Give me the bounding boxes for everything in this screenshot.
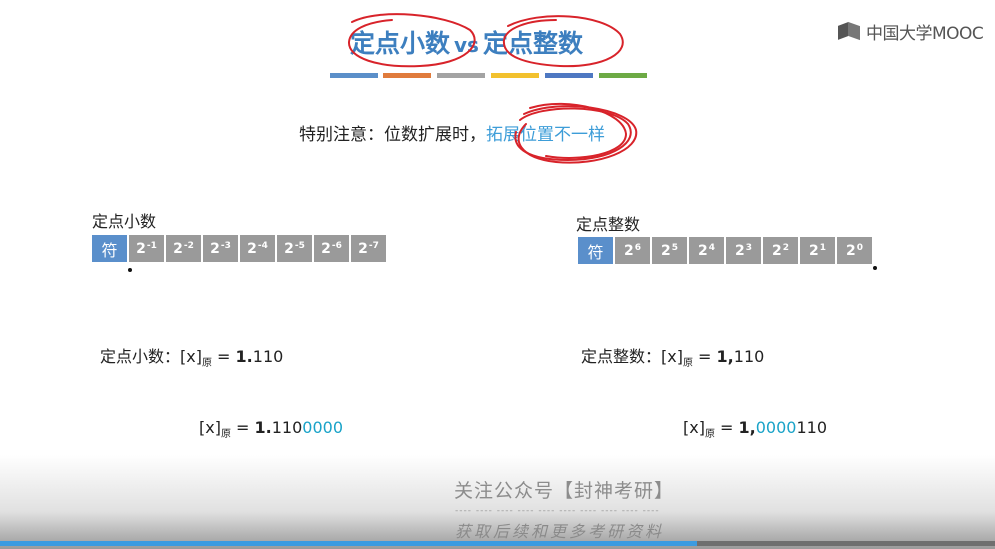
- title-right: 定点整数: [482, 29, 583, 58]
- integer-expr-original: 定点整数：[x]原 = 1,110: [581, 347, 765, 370]
- video-progress-bar[interactable]: [0, 541, 995, 546]
- fraction-expr-original: 定点小数：[x]原 = 1.110: [100, 347, 284, 370]
- fraction-radix-point: [128, 268, 132, 272]
- title-vs: vs: [454, 33, 479, 57]
- video-progress-fill: [0, 541, 697, 546]
- color-stripe: [437, 73, 485, 78]
- fraction-bit-cell: 2-2: [166, 235, 203, 262]
- fraction-expr-extended: [x]原 = 1.1100000: [199, 418, 344, 441]
- fraction-bit-cell: 2-5: [277, 235, 314, 262]
- notice-highlight: 拓展位置不一样: [486, 125, 605, 145]
- fraction-bit-cell: 2-6: [314, 235, 351, 262]
- fraction-padding-zeros: 0000: [302, 418, 344, 437]
- watermark-dashes: ---- ---- ---- ---- ---- ---- ---- ---- …: [455, 506, 660, 516]
- watermark-line1: 关注公众号【封神考研】: [454, 480, 675, 502]
- fraction-bit-cell: 2-3: [203, 235, 240, 262]
- notice-text: 特别注意：位数扩展时，拓展位置不一样: [299, 120, 605, 145]
- title-left: 定点小数: [350, 29, 451, 58]
- integer-expr-extended: [x]原 = 1,0000110: [683, 418, 828, 441]
- fraction-bit-cell: 2-4: [240, 235, 277, 262]
- fraction-label: 定点小数: [92, 212, 157, 231]
- watermark-line2: 获取后续和更多考研资料: [455, 522, 665, 541]
- mooc-book-icon: [838, 20, 862, 42]
- notice-prefix: 特别注意：位数扩展时，: [299, 125, 486, 145]
- integer-radix-point: [873, 266, 877, 270]
- color-stripe: [330, 73, 378, 78]
- color-stripe: [599, 73, 647, 78]
- color-stripe: [383, 73, 431, 78]
- color-stripe: [491, 73, 539, 78]
- mooc-logo: 中国大学MOOC: [838, 18, 984, 44]
- fraction-bit-cell: 2-7: [351, 235, 386, 262]
- fraction-sign-cell: 符: [92, 235, 129, 262]
- fraction-bit-cells: 符 2-1 2-2 2-3 2-4 2-5 2-6 2-7: [92, 235, 386, 262]
- integer-sign-cell: 符: [578, 237, 615, 264]
- fraction-bit-cell: 2-1: [129, 235, 166, 262]
- integer-label: 定点整数: [576, 215, 641, 234]
- color-stripe: [545, 73, 593, 78]
- integer-padding-zeros: 0000: [755, 418, 797, 437]
- video-bottom-gradient: [0, 455, 995, 549]
- logo-text: 中国大学MOOC: [866, 23, 984, 44]
